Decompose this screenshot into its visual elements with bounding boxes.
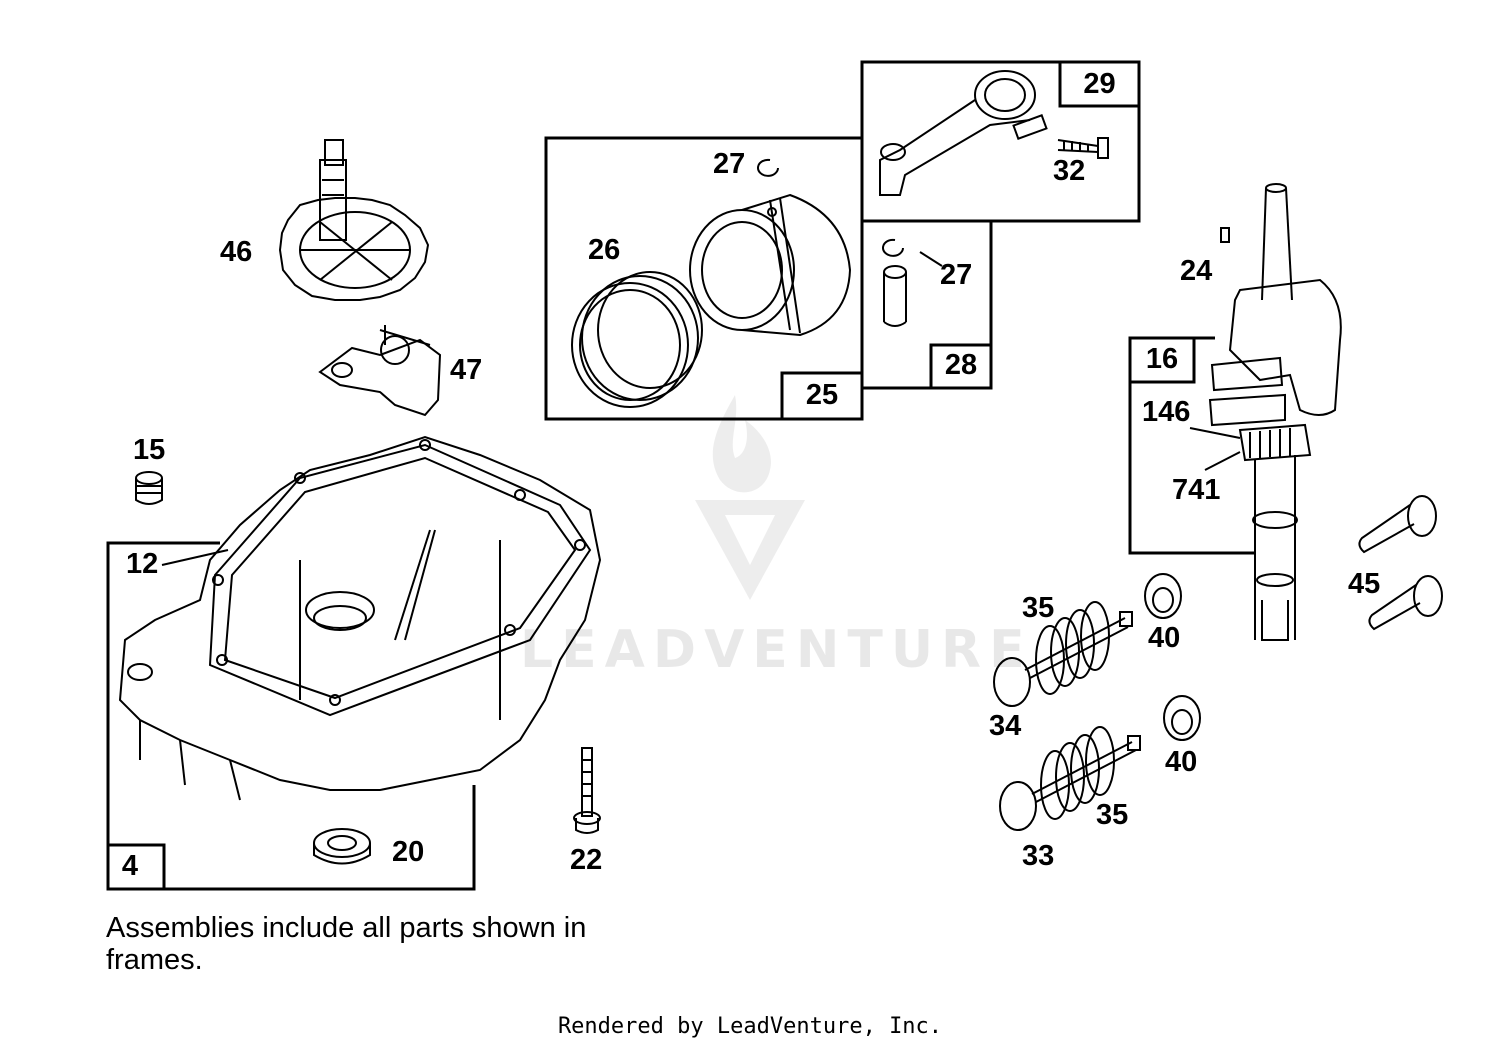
camshaft-gear-drawing: [278, 139, 430, 301]
retaining-clip-drawing: [757, 158, 943, 267]
connecting-rod-drawing: [879, 70, 1048, 196]
part-label-26: 26: [588, 234, 621, 266]
crank-key-drawing: [1220, 227, 1230, 243]
piston-rings-drawing: [571, 271, 703, 408]
piston-drawing: [689, 193, 852, 337]
part-label-24: 24: [1180, 255, 1213, 287]
part-label-46: 46: [220, 236, 253, 268]
frame-4: [106, 541, 476, 891]
frame-28: [862, 219, 993, 390]
rendered-by-footer: Rendered by LeadVenture, Inc.: [557, 1014, 943, 1039]
crankcase-drawing: [118, 435, 602, 801]
bolt-drawing: [573, 747, 601, 834]
watermark-logo: [695, 395, 805, 600]
frame-label-16: 16: [1145, 343, 1179, 375]
frame-label-4: 4: [121, 850, 139, 882]
gasket-leader-line: [161, 549, 229, 566]
wrist-pin-drawing: [883, 265, 907, 327]
part-label-33: 33: [1022, 840, 1055, 872]
part-label-27-pin: 27: [940, 259, 973, 291]
valve-retainer-drawing: [1144, 573, 1201, 741]
plug-drawing: [135, 471, 163, 505]
frame-16: [1128, 336, 1255, 555]
crankshaft-drawing: [1189, 183, 1342, 641]
frame-25: [544, 136, 864, 421]
frame-label-28: 28: [944, 349, 978, 381]
part-label-34: 34: [989, 710, 1022, 742]
frame-label-25: 25: [805, 379, 839, 411]
part-label-40-lower: 40: [1165, 746, 1198, 778]
part-label-40-upper: 40: [1148, 622, 1181, 654]
part-label-47: 47: [450, 354, 483, 386]
assemblies-note: Assemblies include all parts shown in fr…: [106, 912, 587, 976]
part-label-12: 12: [126, 548, 159, 580]
part-label-35-upper: 35: [1022, 592, 1055, 624]
part-label-20: 20: [392, 836, 425, 868]
watermark-text: LEADVENTURE: [520, 620, 1033, 680]
frame-label-29: 29: [1083, 68, 1116, 100]
part-label-45: 45: [1348, 568, 1381, 600]
frame-29: [860, 60, 1141, 223]
part-label-146: 146: [1142, 396, 1191, 428]
intake-valve-drawing: [993, 601, 1133, 707]
part-label-27-piston: 27: [713, 148, 746, 180]
rod-screw-drawing: [1057, 137, 1109, 159]
valve-tappet-drawing: [1358, 495, 1443, 631]
part-label-741: 741: [1172, 474, 1221, 506]
governor-bracket-drawing: [318, 325, 442, 417]
part-label-15: 15: [133, 434, 166, 466]
part-label-32: 32: [1053, 155, 1086, 187]
part-label-35-lower: 35: [1096, 799, 1129, 831]
exhaust-valve-drawing: [999, 726, 1141, 831]
part-label-22: 22: [570, 844, 603, 876]
oil-seal-drawing: [313, 828, 371, 865]
